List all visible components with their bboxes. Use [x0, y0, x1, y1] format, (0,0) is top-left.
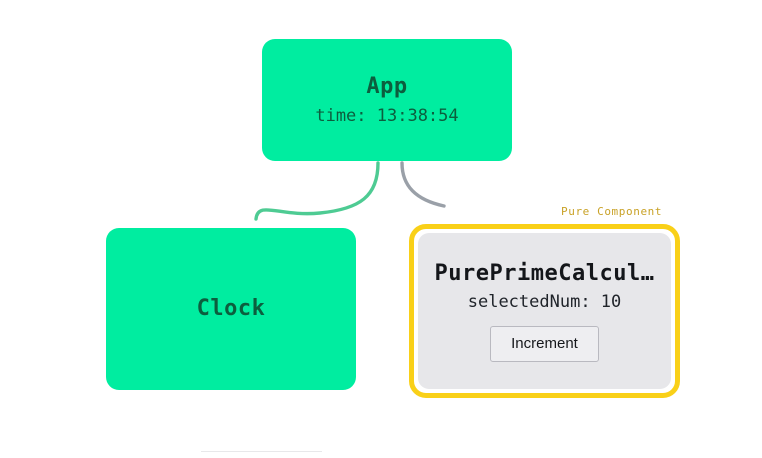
node-pure-prime-calculator-subtitle: selectedNum: 10 [467, 291, 622, 312]
node-pure-prime-calculator[interactable]: PurePrimeCalcul… selectedNum: 10 Increme… [418, 233, 671, 389]
increment-button[interactable]: Increment [490, 325, 599, 362]
node-pure-prime-calculator-title: PurePrimeCalcul… [434, 260, 655, 286]
node-app-title: App [366, 74, 408, 99]
pure-component-badge: Pure Component [561, 205, 663, 218]
bottom-divider [201, 451, 322, 452]
edge-app-to-clock [254, 161, 380, 221]
node-clock-title: Clock [196, 296, 266, 321]
pure-component-highlight-border [409, 224, 680, 398]
node-app[interactable]: App time: 13:38:54 [262, 39, 512, 161]
edge-app-to-pure [400, 161, 446, 208]
node-clock[interactable]: Clock [106, 228, 356, 390]
node-app-subtitle: time: 13:38:54 [315, 106, 459, 126]
node-pure-prime-calculator-wrapper: Pure Component PurePrimeCalcul… selected… [409, 205, 680, 398]
